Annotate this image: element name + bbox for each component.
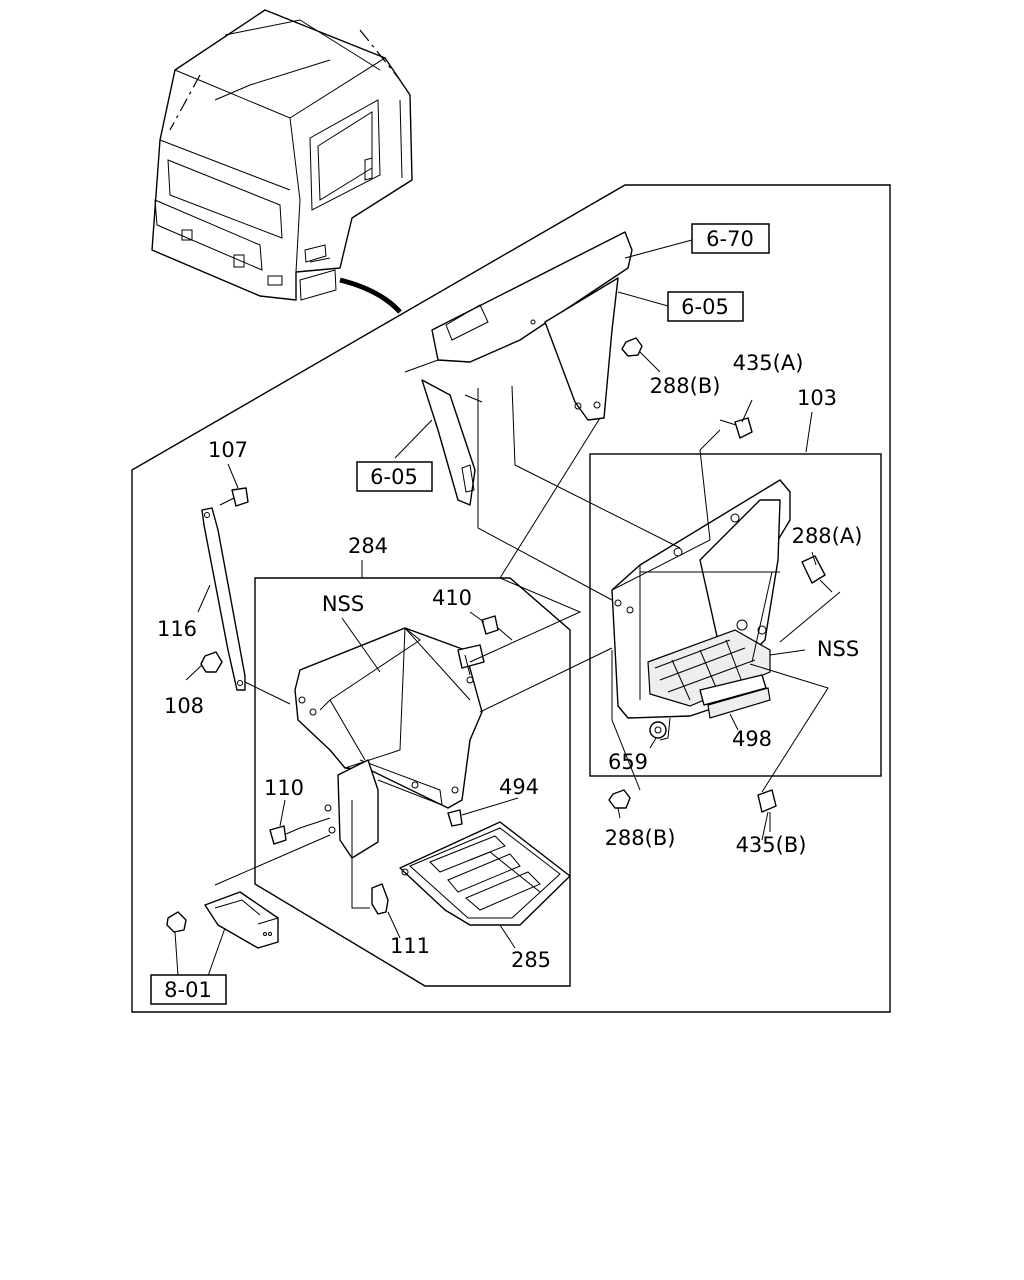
part-label-288a: 288(A): [792, 524, 863, 548]
leader-lines: [174, 239, 817, 977]
ref-label-6-70[interactable]: 6-70: [691, 223, 770, 254]
part-label-288b-bottom: 288(B): [605, 826, 676, 850]
part-label-nss-right: NSS: [817, 637, 859, 661]
part-label-116: 116: [157, 617, 197, 641]
part-label-285: 285: [511, 948, 551, 972]
part-label-498: 498: [732, 727, 772, 751]
zoom-arrow: [339, 277, 402, 314]
mount-bracket-801: [166, 891, 279, 949]
step-assembly-103: [608, 337, 826, 841]
ref-label-6-05-left[interactable]: 6-05: [356, 461, 433, 492]
part-label-107: 107: [208, 438, 248, 462]
part-label-103: 103: [797, 386, 837, 410]
ref-6-05-left-text: 6-05: [370, 465, 418, 489]
ref-6-70-text: 6-70: [706, 227, 754, 251]
part-label-111: 111: [390, 934, 430, 958]
part-label-435a: 435(A): [733, 351, 804, 375]
ref-label-8-01[interactable]: 8-01: [150, 974, 227, 1005]
part-label-nss-left: NSS: [322, 592, 364, 616]
part-label-288b-top: 288(B): [650, 374, 721, 398]
assembly-box-103: [589, 453, 882, 777]
battery-box-284: [269, 615, 513, 915]
part-label-410: 410: [432, 586, 472, 610]
detail-frame: [131, 184, 891, 1013]
support-rod-116: [200, 487, 249, 691]
phantom-lines: [214, 385, 841, 909]
part-label-494: 494: [499, 775, 539, 799]
part-label-108: 108: [164, 694, 204, 718]
cover-tray-285: [399, 821, 571, 926]
part-label-284: 284: [348, 534, 388, 558]
ref-label-6-05-top[interactable]: 6-05: [667, 291, 744, 322]
part-label-110: 110: [264, 776, 304, 800]
assembly-box-284: [254, 577, 571, 987]
ref-8-01-text: 8-01: [164, 978, 212, 1002]
ref-6-05-top-text: 6-05: [681, 295, 729, 319]
part-label-659: 659: [608, 750, 648, 774]
truck-cab-illustration: [151, 9, 413, 301]
chassis-bracket: [404, 231, 633, 506]
part-label-435b: 435(B): [736, 833, 807, 857]
